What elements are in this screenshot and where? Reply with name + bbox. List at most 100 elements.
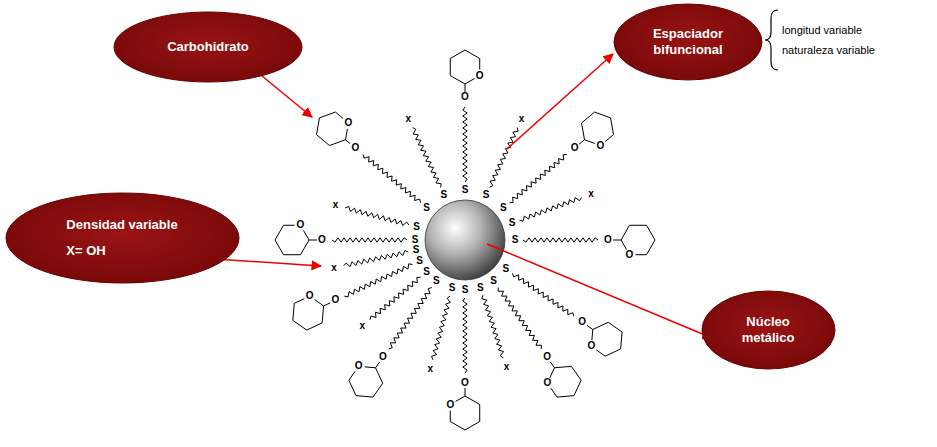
sulfur-atom: S bbox=[502, 264, 511, 274]
sugar-ring-bond bbox=[356, 396, 373, 397]
bracket-note: naturaleza variable bbox=[782, 44, 875, 57]
spacer-chain bbox=[520, 198, 582, 222]
sulfur-atom: S bbox=[412, 245, 421, 255]
sulfur-atom: S bbox=[415, 256, 424, 266]
sugar-ring-bond bbox=[345, 129, 347, 140]
sulfur-atom: S bbox=[499, 203, 508, 213]
text-group: Densidad variable X= OH bbox=[66, 217, 177, 259]
sugar-ring-bond bbox=[605, 349, 620, 356]
sugar-ring-bond bbox=[621, 332, 622, 349]
text-group: Carbohidrato bbox=[167, 39, 249, 55]
text-wrap: Espaciador bifuncional bbox=[613, 3, 763, 81]
spacer-chain bbox=[344, 264, 412, 297]
sugar-ring-bond bbox=[284, 225, 295, 226]
callout-text: Densidad variable bbox=[66, 217, 177, 233]
spacer-chain bbox=[498, 288, 541, 349]
sugar-ring-bond bbox=[582, 112, 595, 123]
oxygen-atom: O bbox=[354, 361, 364, 371]
sugar-ring-bond bbox=[647, 240, 656, 255]
sulfur-atom: S bbox=[412, 222, 421, 232]
oxygen-atom: O bbox=[460, 92, 470, 102]
text-group: Núcleo metálico bbox=[728, 314, 808, 346]
oxygen-atom: O bbox=[305, 291, 315, 301]
sugar-ring-bond bbox=[605, 135, 613, 142]
ellipse-shape bbox=[5, 192, 240, 284]
chain-end-group: x bbox=[332, 200, 340, 210]
leader-arrow bbox=[262, 76, 312, 117]
sugar-ring-bond bbox=[307, 323, 322, 330]
sugar-ring-bond bbox=[455, 396, 465, 402]
sugar-ring-bond bbox=[554, 366, 571, 367]
oxygen-atom: O bbox=[603, 235, 613, 245]
sulfur-atom: S bbox=[461, 185, 470, 195]
oxygen-atom: O bbox=[344, 118, 354, 128]
oxygen-atom: O bbox=[542, 378, 552, 388]
glycosidic-bond bbox=[376, 361, 381, 368]
sugar-ring-bond bbox=[621, 225, 630, 240]
sugar-ring-bond bbox=[373, 383, 383, 397]
oxygen-atom: O bbox=[577, 317, 587, 327]
oxygen-atom: O bbox=[542, 352, 552, 362]
spacer-chain bbox=[432, 296, 451, 360]
callout-ellipse: Densidad variable X= OH bbox=[5, 192, 240, 284]
sulfur-atom: S bbox=[511, 235, 520, 245]
ellipse-outline bbox=[702, 291, 835, 369]
sugar-ring-bond bbox=[275, 240, 284, 255]
sugar-ring-bond bbox=[365, 366, 376, 368]
sugar-ring-bond bbox=[608, 322, 622, 332]
glycosidic-bond bbox=[465, 84, 466, 92]
callout-ellipse: Núcleo metálico bbox=[701, 290, 836, 370]
sugar-ring-bond bbox=[317, 135, 330, 146]
metal-core-sphere bbox=[425, 200, 505, 280]
sugar-ring-bond bbox=[596, 350, 605, 356]
spacer-chain bbox=[463, 107, 467, 182]
oxygen-atom: O bbox=[351, 143, 361, 153]
chain-end-group: x bbox=[518, 114, 526, 124]
spacer-chain bbox=[363, 155, 420, 203]
glycosidic-bond bbox=[309, 240, 317, 241]
sulfur-atom: S bbox=[448, 283, 457, 293]
glycosidic-bond bbox=[465, 388, 466, 396]
text-wrap: Núcleo metálico bbox=[701, 290, 836, 370]
sugar-ring-bond bbox=[465, 396, 480, 405]
sugar-ring-bond bbox=[465, 79, 475, 85]
sugar-ring-bond bbox=[593, 322, 608, 329]
spacer-chain bbox=[513, 273, 574, 316]
sugar-ring-bond bbox=[479, 405, 480, 422]
oxygen-atom: O bbox=[570, 143, 580, 153]
sugar-ring-bond bbox=[376, 368, 383, 383]
callout-ellipse: Espaciador bifuncional bbox=[613, 3, 763, 81]
spacer-chain bbox=[523, 238, 598, 242]
callout-text: Espaciador bifuncional bbox=[642, 26, 734, 58]
sulfur-atom: S bbox=[461, 285, 470, 295]
glycosidic-bond bbox=[613, 240, 621, 241]
chain-group bbox=[275, 50, 655, 430]
callout-text: X= OH bbox=[66, 243, 177, 259]
sugar-ring-bond bbox=[293, 320, 307, 330]
sugar-ring-bond bbox=[611, 118, 614, 135]
leader-arrow bbox=[487, 244, 712, 338]
sugar-ring-bond bbox=[647, 225, 656, 240]
sugar-ring-bond bbox=[574, 380, 581, 395]
sugar-ring-bond bbox=[284, 254, 301, 255]
sugar-ring-bond bbox=[294, 299, 304, 304]
oxygen-atom: O bbox=[378, 352, 388, 362]
sugar-ring-bond bbox=[450, 59, 451, 76]
sulfur-atom: S bbox=[440, 190, 449, 200]
sugar-ring-bond bbox=[595, 112, 611, 118]
sugar-ring-bond bbox=[450, 76, 465, 85]
spacer-chain bbox=[509, 155, 566, 203]
oxygen-atom: O bbox=[625, 250, 635, 260]
sugar-ring-bond bbox=[551, 388, 557, 397]
sugar-ring-bond bbox=[550, 368, 555, 378]
sugar-ring-bond bbox=[349, 371, 355, 380]
chain-end-group: x bbox=[405, 114, 413, 124]
glycosidic-bond bbox=[550, 361, 555, 368]
brace bbox=[765, 10, 778, 70]
leader-arrow bbox=[507, 54, 613, 149]
sugar-ring-bond bbox=[630, 225, 647, 226]
spacer-chain bbox=[413, 128, 442, 188]
sugar-ring-bond bbox=[450, 422, 465, 431]
oxygen-atom: O bbox=[596, 141, 606, 151]
sugar-ring-bond bbox=[304, 230, 310, 240]
